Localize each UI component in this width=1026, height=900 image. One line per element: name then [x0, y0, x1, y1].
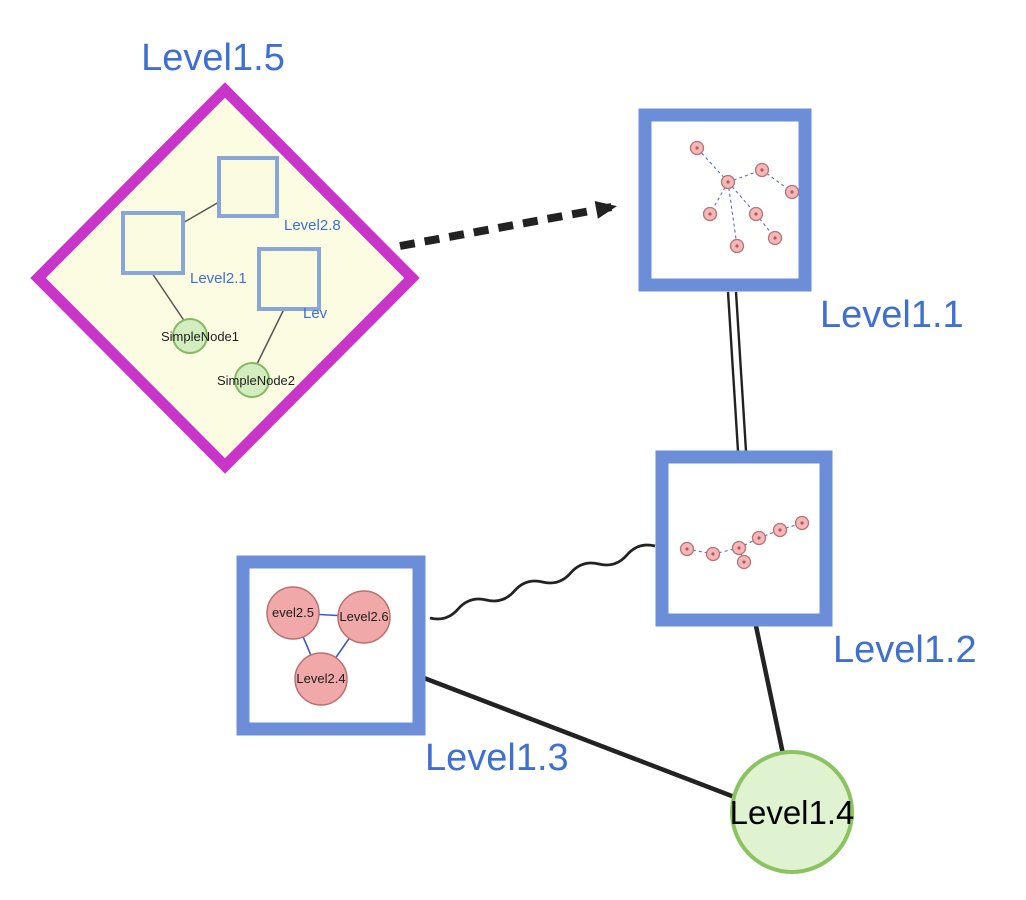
inner-node-1[interactable] — [337, 590, 391, 644]
edge-level1-3-to-level1-2-wavy[interactable] — [429, 543, 656, 621]
inner-node-level2-1[interactable] — [121, 211, 185, 275]
mini-node-dot — [800, 521, 804, 525]
mini-node-dot — [778, 528, 782, 532]
mini-node-dot — [754, 212, 758, 216]
node-level1-1-group[interactable] — [638, 108, 812, 292]
node-label-level1-5: Level1.5 — [141, 37, 285, 79]
inner-node-0[interactable] — [266, 586, 320, 640]
mini-graph-level1-2 — [679, 515, 810, 570]
node-label-simplenode1: SimpleNode1 — [161, 329, 239, 344]
mini-node-dot — [790, 190, 794, 194]
edge-level1-3-to-level1-4[interactable] — [423, 675, 738, 801]
mini-graph-edge[interactable] — [696, 147, 729, 183]
inner-node-label-lev: Lev — [303, 305, 328, 322]
mini-graph-level1-1 — [689, 140, 800, 254]
mini-node-dot — [760, 168, 764, 172]
edge-level1-5-to-level1-1-dashed-arrow[interactable] — [399, 201, 617, 250]
inner-node-label: Level2.4 — [296, 671, 345, 686]
inner-node-label-level2-8: Level2.8 — [284, 217, 341, 234]
mini-graph-edge[interactable] — [727, 181, 738, 247]
edge-level1-1-to-level1-2-double-line-a[interactable] — [726, 291, 740, 452]
node-simplenode1[interactable] — [172, 318, 208, 354]
mini-node-dot — [773, 236, 777, 240]
mini-graph-edge[interactable] — [686, 548, 714, 555]
inner-node-label: Level2.6 — [339, 609, 388, 624]
inner-node-level2-lev[interactable] — [257, 247, 321, 311]
inner-edge-square-simplenode1[interactable] — [151, 272, 186, 323]
node-label-simplenode2: SimpleNode2 — [217, 373, 295, 388]
mini-node-dot — [735, 244, 739, 248]
mini-node-dot — [685, 547, 689, 551]
mini-node-dot — [711, 552, 715, 556]
mini-node-dot — [742, 560, 746, 564]
node-label-level1-2: Level1.2 — [833, 629, 977, 671]
mini-node-dot — [695, 146, 699, 150]
inner-edge-square-simplenode2[interactable] — [256, 308, 285, 365]
inner-node-label: evel2.5 — [272, 605, 314, 620]
inner-node-2[interactable] — [294, 652, 348, 706]
node-label-level1-3: Level1.3 — [425, 737, 569, 779]
edge-level1-2-to-level1-4[interactable] — [753, 625, 786, 755]
node-simplenode2[interactable] — [234, 362, 270, 398]
node-level1-2-group[interactable] — [655, 450, 833, 627]
node-label-level1-1: Level1.1 — [820, 294, 964, 336]
node-level1-5-diamond[interactable] — [30, 82, 420, 474]
node-level1-3-group[interactable] — [236, 555, 426, 736]
mini-node-dot — [757, 536, 761, 540]
node-label-level1-4: Level1.4 — [730, 794, 855, 831]
node-level1-4[interactable] — [730, 750, 854, 874]
mini-node-dot — [737, 546, 741, 550]
inner-node-level2-8[interactable] — [217, 156, 279, 218]
mini-graph-edge[interactable] — [712, 547, 740, 555]
edge-level1-1-to-level1-2-double-line-b[interactable] — [734, 291, 748, 452]
mini-node-dot — [708, 212, 712, 216]
mini-node-dot — [726, 180, 730, 184]
inner-edge-square-top-left[interactable] — [180, 201, 220, 225]
inner-node-label-level2-1: Level2.1 — [190, 270, 247, 287]
